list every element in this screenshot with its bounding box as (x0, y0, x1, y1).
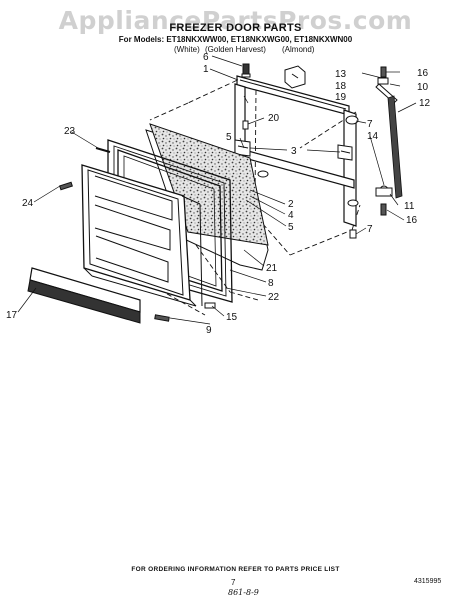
callout-5-bottom: 5 (288, 222, 294, 233)
part-number: 4315995 (414, 578, 442, 585)
callout-24: 24 (22, 198, 34, 209)
callout-16-top: 16 (417, 68, 429, 79)
callout-4: 4 (288, 210, 294, 221)
color-white: (White) (174, 45, 200, 54)
callout-7-top: 7 (367, 119, 373, 130)
callout-1: 1 (203, 64, 209, 75)
callout-3: 3 (291, 146, 297, 157)
callout-8: 8 (268, 278, 274, 289)
callout-21: 21 (266, 263, 278, 274)
callout-18: 18 (335, 81, 347, 92)
color-golden-harvest: (Golden Harvest) (205, 45, 266, 54)
callout-17: 17 (6, 310, 18, 321)
callout-7-bottom: 7 (367, 224, 373, 235)
models-line: For Models: ET18NKXWW00, ET18NKXWG00, ET… (118, 35, 353, 44)
ordering-note: FOR ORDERING INFORMATION REFER TO PARTS … (131, 566, 340, 573)
callout-22: 22 (268, 292, 280, 303)
callout-6: 6 (203, 52, 209, 63)
callout-20: 20 (268, 113, 280, 124)
callout-12: 12 (419, 98, 431, 109)
callout-19: 19 (335, 92, 347, 103)
callout-16-bottom: 16 (406, 215, 418, 226)
callout-9: 9 (206, 325, 212, 336)
callout-23: 23 (64, 126, 76, 137)
color-almond: (Almond) (282, 45, 315, 54)
handwritten-note: 861-8-9 (228, 588, 259, 597)
callout-13: 13 (335, 69, 347, 80)
callout-14: 14 (367, 131, 379, 142)
callout-11: 11 (404, 201, 415, 212)
watermark: AppliancePartsPros.com (58, 6, 413, 35)
page-title: FREEZER DOOR PARTS (169, 22, 302, 34)
callout-5-top: 5 (226, 132, 232, 143)
page-number: 7 (231, 578, 236, 587)
callout-15: 15 (226, 312, 238, 323)
callout-10: 10 (417, 82, 429, 93)
callout-2: 2 (288, 199, 294, 210)
